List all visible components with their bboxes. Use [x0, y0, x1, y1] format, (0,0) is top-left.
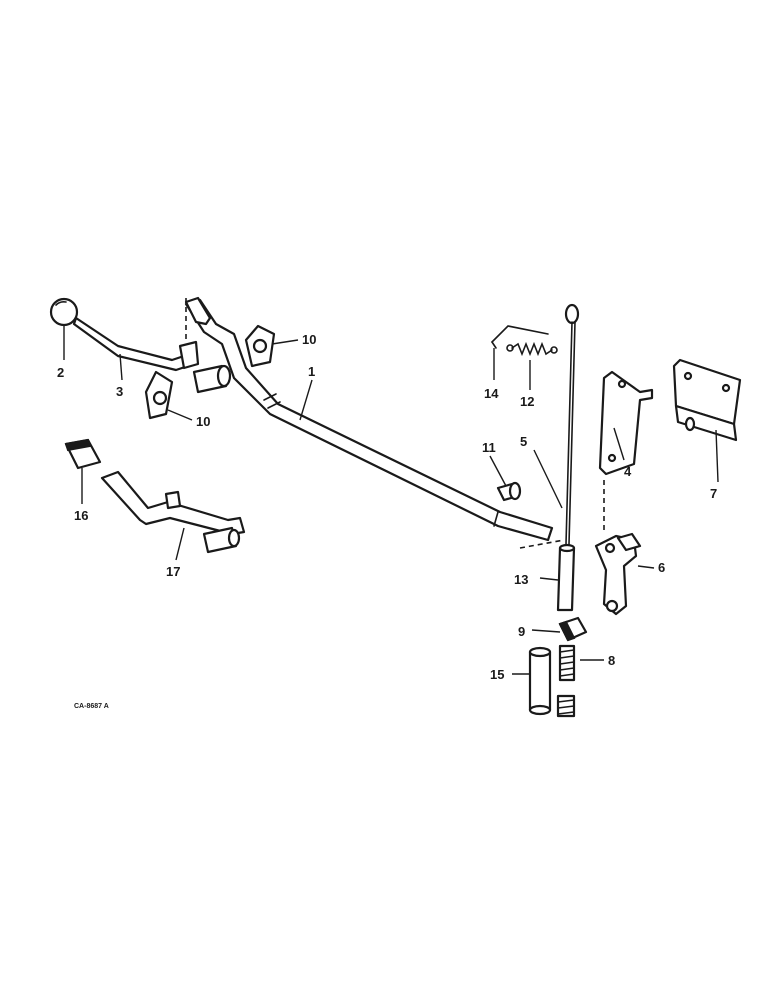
- reference-code: CA-8687 A: [74, 703, 109, 710]
- part-14-clip: [491, 325, 549, 349]
- callout-3: 3: [116, 384, 123, 399]
- callout-13: 13: [514, 572, 528, 587]
- part-4-bracket: [598, 370, 654, 534]
- part-6-bell-crank: [594, 532, 642, 616]
- part-16-pad: [64, 438, 102, 470]
- part-10-plate-lower: [144, 370, 174, 420]
- callout-10-lower: 10: [196, 414, 210, 429]
- callout-17: 17: [166, 564, 180, 579]
- part-11-pin: [496, 481, 522, 502]
- callout-9: 9: [518, 624, 525, 639]
- callout-1: 1: [308, 364, 315, 379]
- callout-7: 7: [710, 486, 717, 501]
- part-13-pin: [556, 543, 576, 612]
- callout-labels: 2 3 10 10 1 16 17 14 12 11 5 4 7 6 13 9 …: [57, 332, 717, 682]
- callout-5: 5: [520, 434, 527, 449]
- part-1-shift-rod: [184, 296, 565, 549]
- callout-12: 12: [520, 394, 534, 409]
- callout-16: 16: [74, 508, 88, 523]
- leader-lines: [63, 326, 719, 675]
- callout-2: 2: [57, 365, 64, 380]
- part-8-spring: [556, 644, 576, 718]
- part-15-tube: [528, 646, 552, 716]
- callout-10-upper: 10: [302, 332, 316, 347]
- callout-15: 15: [490, 667, 504, 682]
- part-17-pedal-lever: [100, 470, 246, 554]
- part-2-knob: [49, 297, 79, 327]
- part-9-fitting: [558, 616, 588, 642]
- part-3-lever: [72, 298, 232, 394]
- part-5-rod: [564, 303, 580, 545]
- part-7-plate: [672, 358, 742, 442]
- callout-4: 4: [624, 464, 632, 479]
- callout-11: 11: [482, 440, 496, 455]
- part-10-plate-upper: [244, 324, 276, 368]
- callout-8: 8: [608, 653, 615, 668]
- callout-14: 14: [484, 386, 499, 401]
- callout-6: 6: [658, 560, 665, 575]
- part-12-spring: [506, 341, 558, 357]
